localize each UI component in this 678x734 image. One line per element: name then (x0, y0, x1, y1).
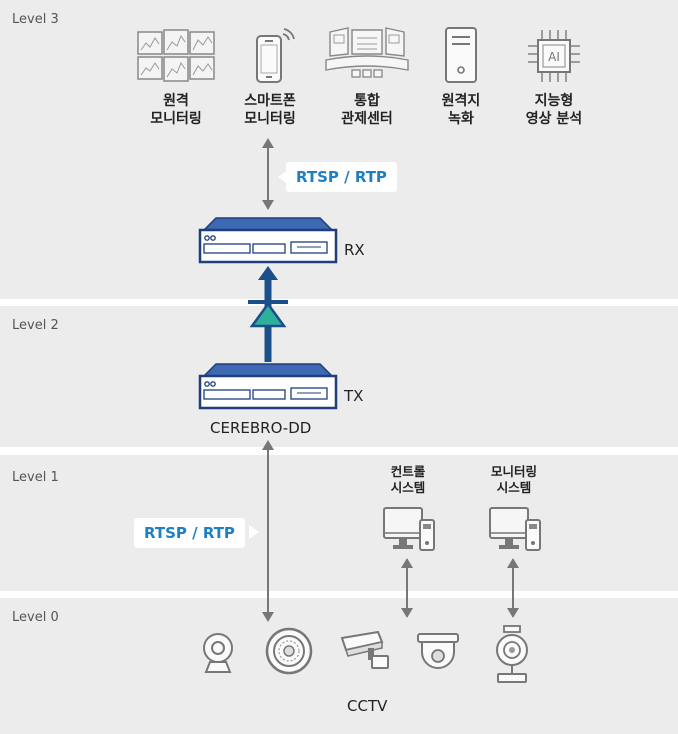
dome-ring-camera-icon (265, 627, 313, 675)
callout-pointer-top (278, 170, 288, 184)
cctv-label: CCTV (347, 697, 388, 715)
monitor-system-double-arrow (507, 558, 519, 618)
server-icon (445, 27, 477, 83)
webcam-icon (203, 633, 233, 673)
callout-pointer-bottom (249, 525, 259, 539)
device-name: CEREBRO-DD (210, 419, 312, 437)
ai-chip-icon: AI (528, 30, 580, 82)
bullet-camera-icon (340, 630, 389, 669)
smartphone-icon (256, 28, 295, 83)
control-system-workstation-icon (383, 507, 435, 551)
protocol-callout-bottom: RTSP / RTP (134, 518, 245, 548)
protocol-callout-top: RTSP / RTP (286, 162, 397, 192)
dome-camera-icon (417, 633, 459, 669)
data-diode-arrow (248, 266, 288, 362)
rx-device (198, 217, 338, 264)
ptz-camera-icon (496, 625, 528, 683)
control-system-double-arrow (401, 558, 413, 618)
svg-text:AI: AI (548, 50, 560, 64)
level1-label: Level 1 (12, 470, 59, 485)
monitoring-system-workstation-icon (489, 507, 541, 551)
tx-cctv-double-arrow (262, 440, 274, 622)
level1-band (0, 455, 678, 591)
rx-label: RX (344, 241, 365, 259)
tx-label: TX (344, 387, 364, 405)
top-double-arrow (262, 138, 274, 210)
control-center-icon (325, 27, 409, 78)
video-wall-icon (137, 29, 215, 82)
level0-label: Level 0 (12, 610, 59, 625)
level2-band (0, 306, 678, 447)
level3-label: Level 3 (12, 12, 59, 27)
level0-band (0, 598, 678, 734)
tx-device (198, 363, 338, 410)
level2-label: Level 2 (12, 318, 59, 333)
